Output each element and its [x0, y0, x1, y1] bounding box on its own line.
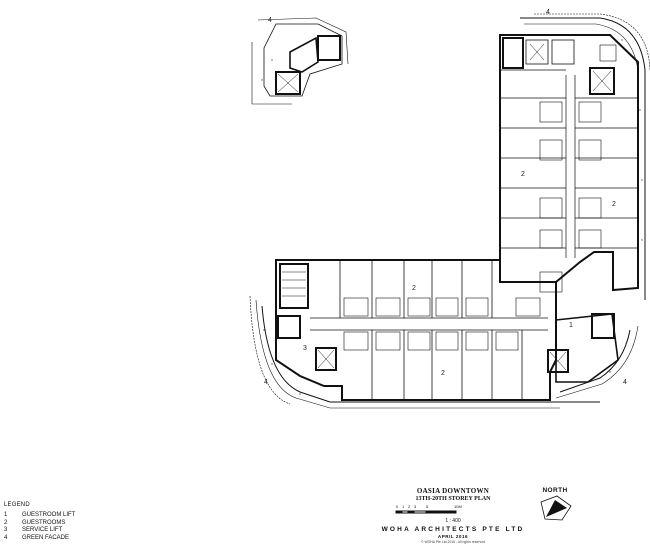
scale-ticks: 0 1 2 3 5 10M [378, 504, 528, 510]
legend-item-label: SERVICE LIFT [22, 527, 63, 534]
scale-ratio: 1 : 400 [445, 518, 461, 524]
label-guestrooms-left: 2 [521, 171, 525, 178]
scale-tick: 10M [454, 504, 462, 509]
legend-item: 1 GUESTROOM LIFT [4, 512, 75, 519]
north-label: NORTH [542, 487, 568, 494]
project-title: OASIA DOWNTOWN [416, 487, 490, 495]
label-guestrooms-bottom-south: 2 [441, 370, 445, 377]
green-facade-hatch [261, 39, 643, 395]
north-arrow-icon [540, 495, 572, 521]
legend-item-number: 4 [4, 534, 8, 541]
legend-item: 4 GREEN FACADE [4, 535, 75, 542]
label-guestrooms-right: 2 [612, 201, 616, 208]
legend-item-number: 3 [4, 527, 8, 534]
legend-item-label: GUESTROOM LIFT [22, 512, 76, 519]
label-green-facade-sw: 4 [264, 379, 268, 386]
scale-tick: 5 [426, 504, 429, 509]
issue-date: APRIL 2016 [437, 534, 469, 539]
title-block: OASIA DOWNTOWN 13TH-20TH STOREY PLAN 0 1… [378, 487, 528, 544]
legend-title: LEGEND [4, 502, 30, 508]
label-green-facade-se: 4 [623, 379, 627, 386]
label-service-lift: 3 [303, 345, 307, 352]
north-indicator: NORTH [530, 487, 580, 494]
scale-tick: 3 [414, 504, 417, 509]
legend-item-number: 2 [4, 519, 8, 526]
scale-tick: 2 [408, 504, 411, 509]
scale-bar [395, 510, 457, 514]
firm-name: WOHA ARCHITECTS PTE LTD [381, 526, 525, 533]
legend-item-number: 1 [4, 512, 8, 519]
legend-item: 3 SERVICE LIFT [4, 527, 75, 534]
nw-pod [251, 17, 349, 105]
legend-item: 2 GUESTROOMS [4, 520, 75, 527]
scale-tick: 1 [402, 504, 405, 509]
label-green-facade-nw: 4 [268, 17, 272, 24]
west-wing [249, 259, 600, 409]
junction-core [515, 271, 639, 399]
zone-labels: 2 2 2 2 1 3 4 4 4 4 [264, 9, 627, 386]
legend: LEGEND 1 GUESTROOM LIFT 2 GUESTROOMS 3 S… [4, 502, 75, 542]
scale-tick: 0 [396, 504, 399, 509]
north-wing [499, 13, 650, 300]
label-green-facade-ne: 4 [546, 9, 550, 16]
label-guestroom-lift: 1 [569, 322, 573, 329]
label-guestrooms-bottom-north: 2 [412, 285, 416, 292]
plan-title: 13TH-20TH STOREY PLAN [415, 496, 491, 502]
copyright-note: © WOHA Pte Ltd 2016 - All rights reserve… [421, 540, 485, 544]
legend-item-label: GUESTROOMS [22, 519, 66, 526]
legend-item-label: GREEN FACADE [22, 534, 70, 541]
